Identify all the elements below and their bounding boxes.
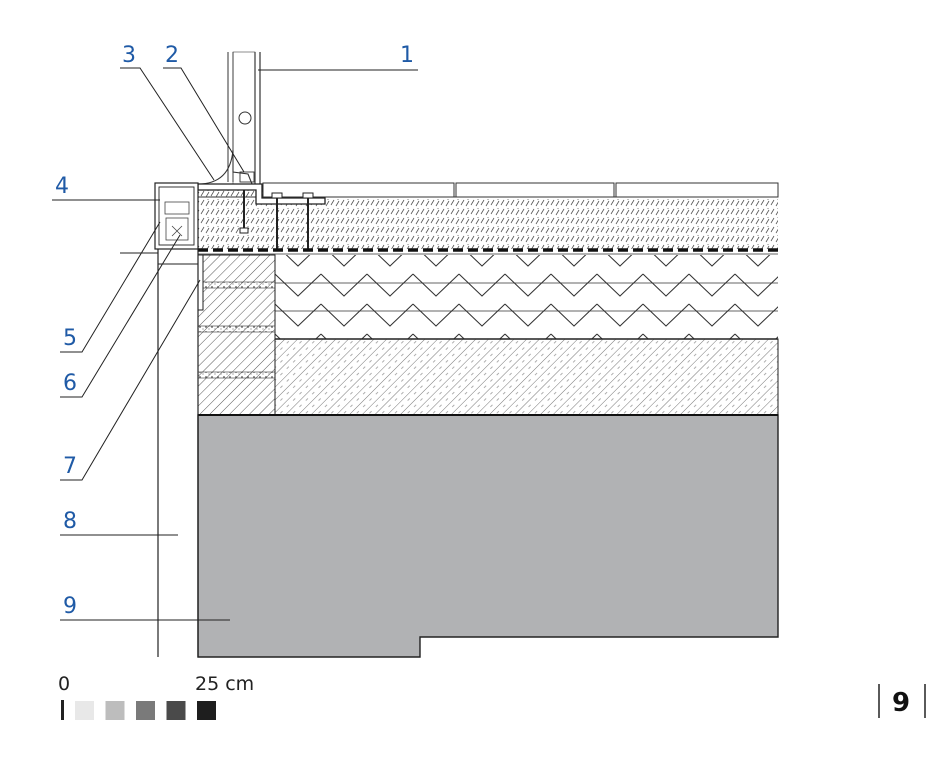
- callout-5: 5: [63, 326, 77, 351]
- waterproofing-membrane: [198, 248, 778, 255]
- scale-swatch: [197, 701, 216, 720]
- scale-swatch: [136, 701, 155, 720]
- callout-4: 4: [55, 174, 69, 199]
- callout-2: 2: [165, 43, 179, 68]
- scale-swatch: [166, 701, 186, 720]
- concrete-slab: [197, 414, 779, 658]
- callout-leaders: [52, 67, 418, 621]
- insulation-layers: [275, 255, 778, 340]
- callout-8: 8: [63, 509, 77, 534]
- edge-channel-profile: [154, 182, 199, 250]
- scale-start-label: 0: [58, 673, 70, 695]
- page-number: 9: [892, 688, 910, 718]
- steel-angle-anchors: [197, 183, 326, 250]
- hatched-slab-layer: [274, 338, 779, 416]
- scale-tick: [61, 700, 64, 720]
- scale-bar: 0 25 cm: [58, 673, 254, 720]
- page-number-block: 9: [878, 684, 926, 718]
- scale-end-label: 25 cm: [195, 673, 254, 695]
- callout-3: 3: [122, 43, 136, 68]
- callout-labels: 1 2 3 4 5 6 7 8 9: [55, 43, 414, 619]
- window-frame: [197, 51, 261, 187]
- paving-tiles: [262, 182, 779, 198]
- callout-6: 6: [63, 371, 77, 396]
- callout-9: 9: [63, 594, 77, 619]
- facade-cladding: [120, 249, 199, 657]
- edge-block-stack: [197, 254, 276, 416]
- scale-swatch: [75, 701, 94, 720]
- callout-7: 7: [63, 454, 77, 479]
- scale-swatch: [105, 701, 125, 720]
- scale-swatches: [75, 701, 216, 720]
- callout-1: 1: [400, 43, 414, 68]
